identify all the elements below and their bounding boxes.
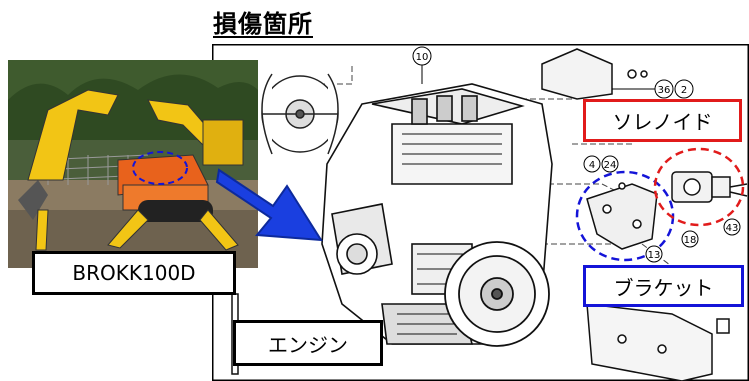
svg-text:36: 36 xyxy=(658,85,671,96)
stop-solenoid xyxy=(671,171,748,203)
machine-model-label: BROKK100D xyxy=(32,251,236,295)
svg-text:43: 43 xyxy=(726,223,739,234)
cooling-fan xyxy=(261,73,339,155)
bracket-highlight-circle xyxy=(575,170,675,262)
callout-13: 13 xyxy=(645,245,663,263)
svg-text:4: 4 xyxy=(589,160,595,171)
svg-text:10: 10 xyxy=(416,52,429,63)
callout-4-24: 4 24 xyxy=(583,155,619,173)
solenoid-label: ソレノイド xyxy=(583,99,742,142)
svg-text:13: 13 xyxy=(648,250,661,261)
callout-36-2: 36 2 xyxy=(612,79,694,99)
machine-highlight-circle xyxy=(132,151,188,185)
engine-label: エンジン xyxy=(233,320,383,366)
callout-18-43: 18 43 xyxy=(681,218,741,248)
solenoid-bracket xyxy=(586,182,658,250)
svg-text:18: 18 xyxy=(684,235,697,246)
svg-text:24: 24 xyxy=(604,160,617,171)
lower-mount xyxy=(586,303,730,381)
upper-bracket xyxy=(541,48,648,100)
page-title: 損傷箇所 xyxy=(213,10,313,38)
machine-photo xyxy=(8,60,258,268)
svg-text:2: 2 xyxy=(681,85,687,96)
blue-right-arrow-icon xyxy=(215,168,323,242)
solenoid-highlight-circle xyxy=(653,147,745,227)
callout-10: 10 xyxy=(412,46,432,84)
flywheel xyxy=(444,241,550,347)
bracket-label: ブラケット xyxy=(583,265,744,307)
